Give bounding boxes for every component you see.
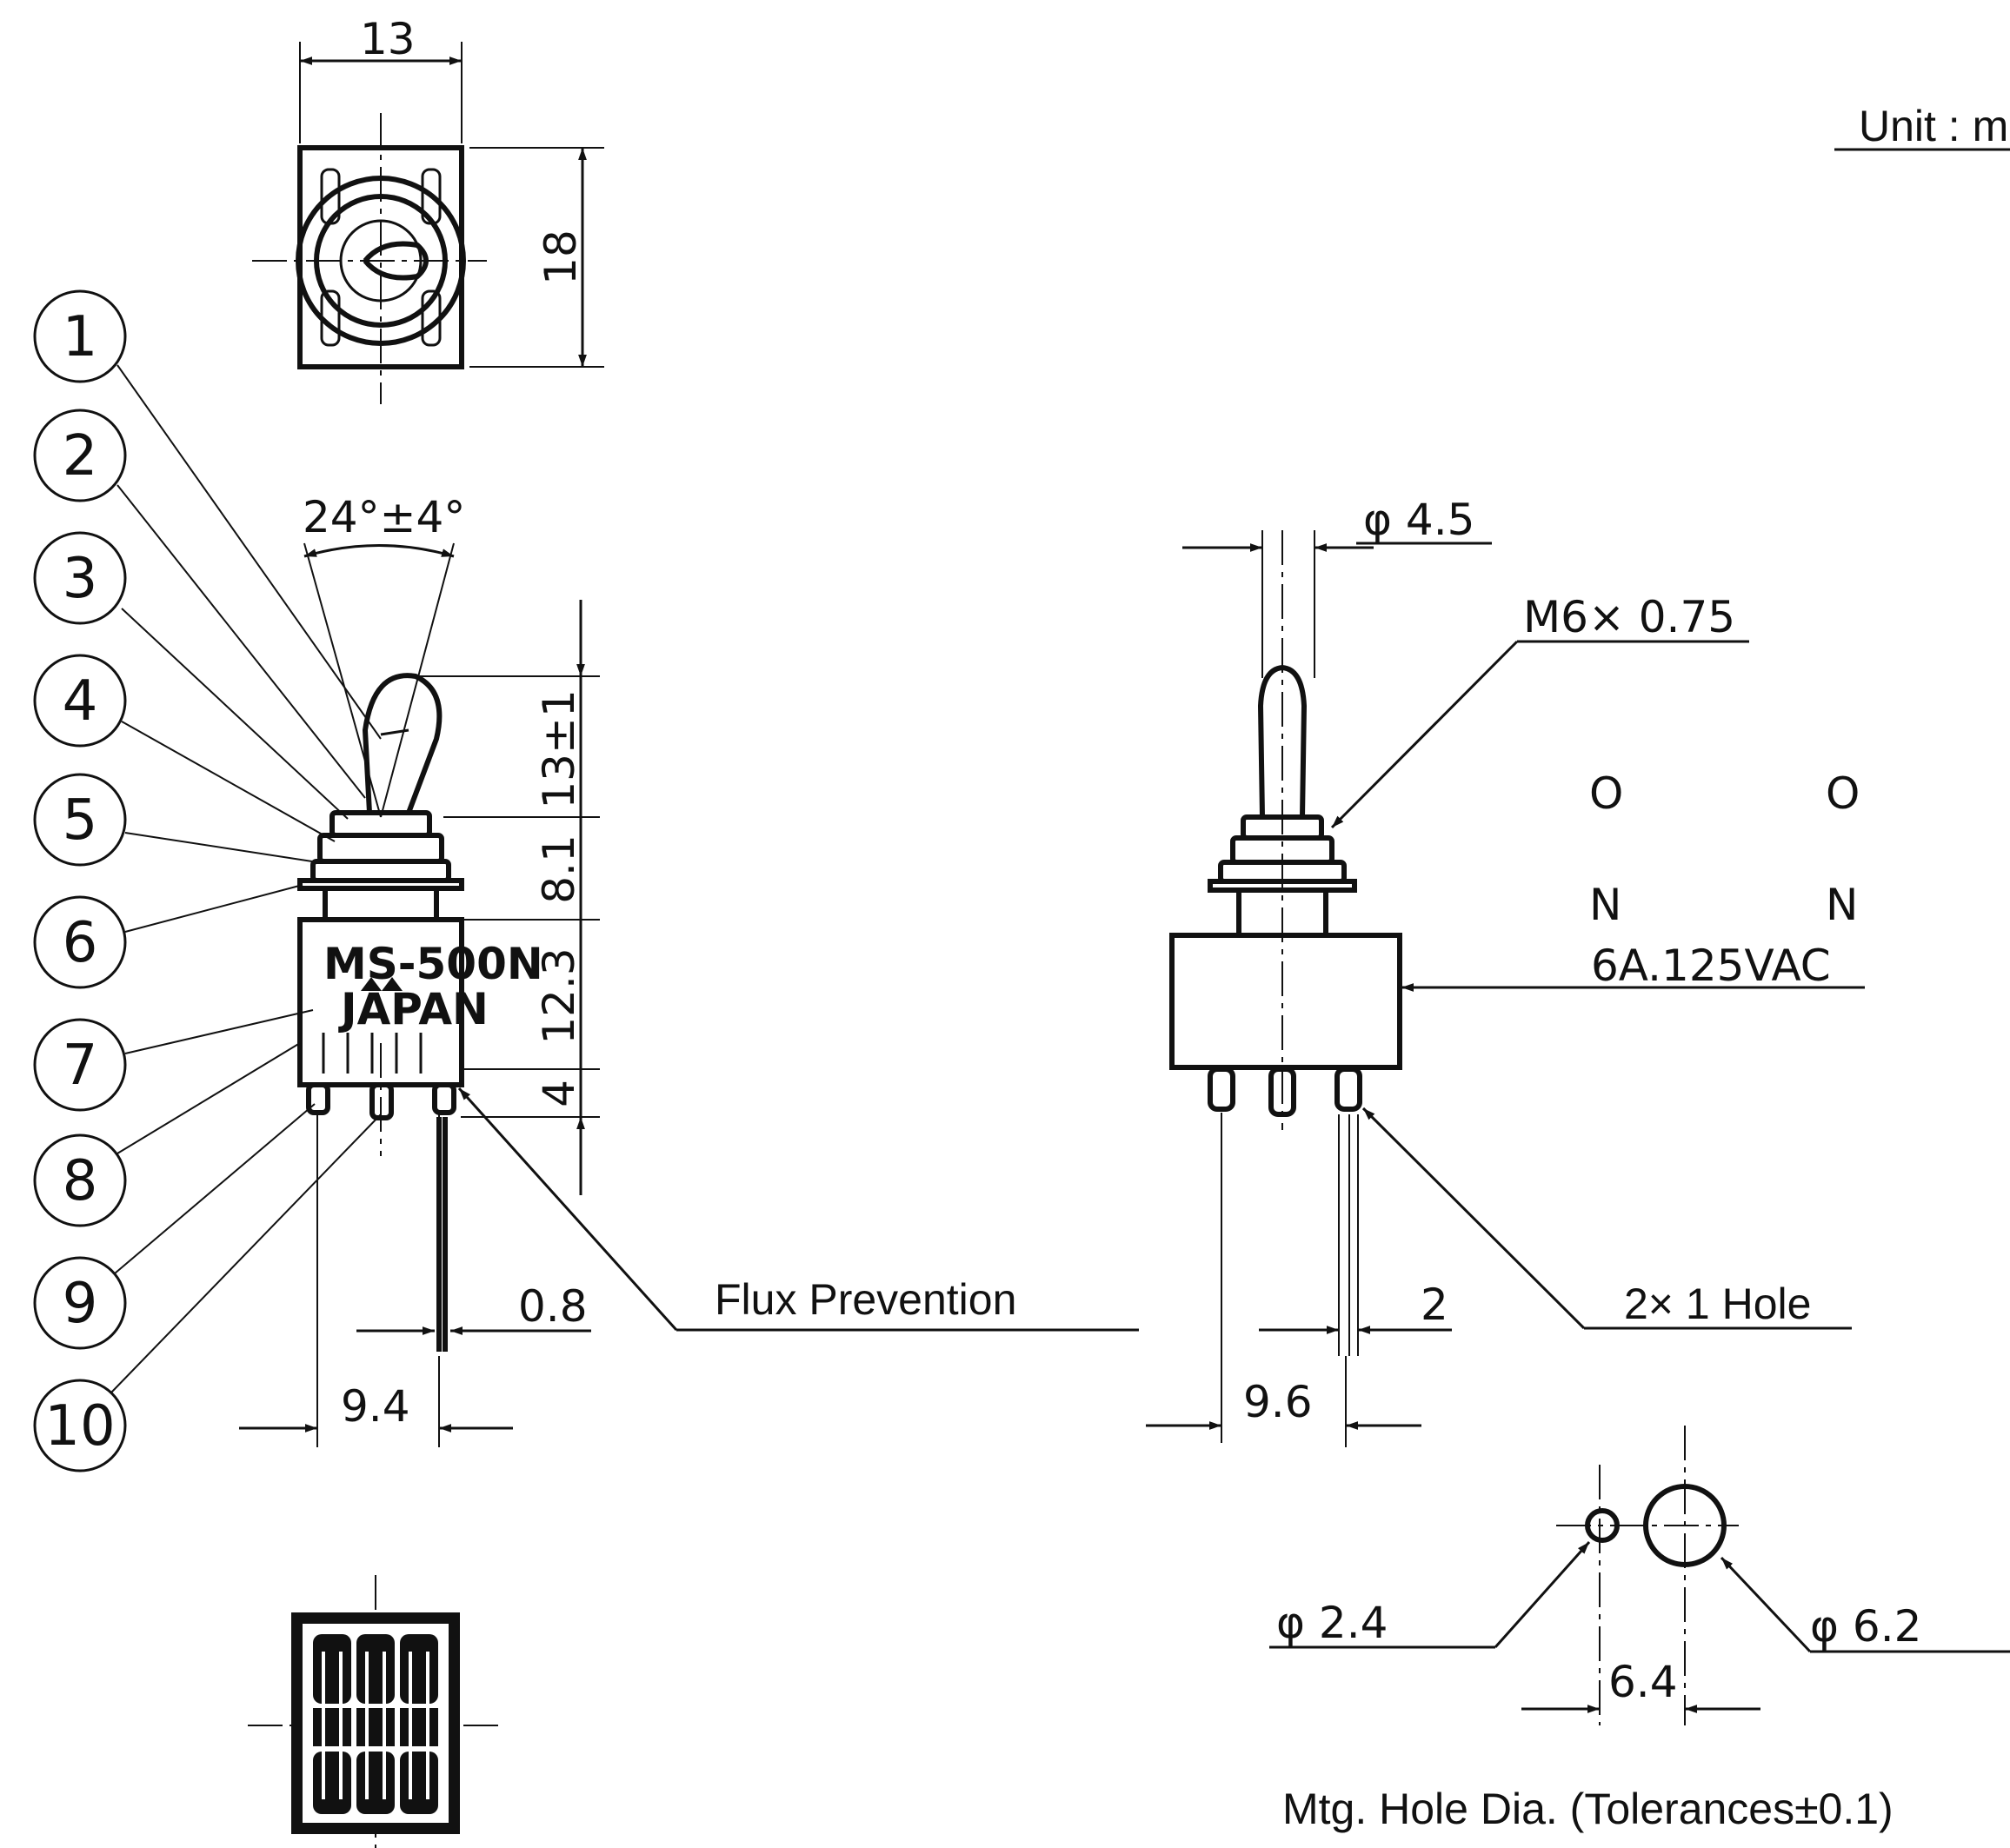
lever-dim: 13±1 — [534, 689, 584, 808]
body-dim: 12.3 — [534, 947, 584, 1044]
callout-1: 1 — [33, 289, 382, 740]
callout-4: 4 — [33, 654, 336, 842]
svg-text:6: 6 — [63, 911, 98, 975]
svg-text:10: 10 — [44, 1394, 115, 1459]
mounting-caption: Mtg. Hole Dia. (Tolerances±0.1) — [1282, 1785, 1894, 1833]
svg-text:8: 8 — [63, 1149, 98, 1213]
callout-5: 5 — [33, 773, 324, 867]
top-height-dim: 18 — [536, 229, 586, 285]
svg-text:9: 9 — [63, 1272, 98, 1336]
svg-text:3: 3 — [63, 547, 98, 611]
bottom-view — [248, 1575, 504, 1848]
bushing-dim: 8.1 — [534, 834, 584, 904]
top-width-dim: 13 — [360, 14, 416, 64]
body-marking-model: MS-500N — [323, 939, 543, 989]
svg-text:5: 5 — [63, 788, 98, 853]
angle-dim: 24°±4° — [303, 492, 465, 542]
rating-on-left-n: N — [1589, 880, 1621, 930]
svg-text:2: 2 — [63, 424, 98, 489]
terminal-pitch-dim: 9.4 — [341, 1381, 410, 1432]
terminal-thickness-dim: 0.8 — [518, 1281, 588, 1332]
callout-6: 6 — [33, 884, 303, 989]
rating-on-right-n: N — [1826, 880, 1858, 930]
svg-text:7: 7 — [63, 1034, 98, 1098]
mounting-holes: φ 2.4 φ 6.2 6.4 Mtg. Hole Dia. (Toleranc… — [1269, 1426, 2010, 1833]
callout-9: 9 — [33, 1103, 316, 1350]
rating-on-right-o: O — [1826, 768, 1860, 819]
front-terminal-pitch-dim: 9.6 — [1243, 1377, 1313, 1427]
rating-on-left-o: O — [1589, 768, 1623, 819]
svg-text:Unit : m: Unit : m — [1859, 102, 2008, 150]
terminal-width-dim: 2 — [1421, 1280, 1448, 1330]
top-view: 13 18 — [252, 14, 604, 404]
front-view: φ 4.5 M6× 0.75 O N O N 6A.125VAC 2× 1 Ho… — [1146, 495, 1865, 1447]
side-view: 24°±4° MS-500N JAPAN — [239, 492, 600, 1447]
flux-prevention-callout: Flux Prevention — [457, 1087, 1139, 1332]
flux-prevention-label: Flux Prevention — [715, 1275, 1016, 1324]
svg-text:1: 1 — [63, 305, 98, 369]
terminal-dim: 4 — [534, 1080, 584, 1107]
large-hole-dim: φ 6.2 — [1810, 1601, 1921, 1652]
callout-3: 3 — [33, 531, 349, 820]
callout-10: 10 — [33, 1113, 382, 1472]
callout-8: 8 — [33, 1042, 301, 1227]
rating-text: 6A.125VAC — [1591, 941, 1831, 991]
callout-2: 2 — [33, 409, 366, 799]
part-callouts: 1 2 3 4 5 6 7 8 9 10 — [33, 289, 382, 1472]
hole-label: 2× 1 Hole — [1624, 1280, 1811, 1328]
stem-dia-dim: φ 4.5 — [1363, 495, 1474, 545]
spacing-dim: 6.4 — [1608, 1657, 1678, 1707]
unit-note: Unit : m — [1834, 102, 2010, 151]
small-hole-dim: φ 2.4 — [1276, 1598, 1388, 1648]
body-marking-origin: JAPAN — [338, 984, 489, 1034]
callout-7: 7 — [33, 1009, 314, 1112]
thread-dim: M6× 0.75 — [1523, 592, 1735, 642]
svg-text:4: 4 — [63, 669, 98, 734]
